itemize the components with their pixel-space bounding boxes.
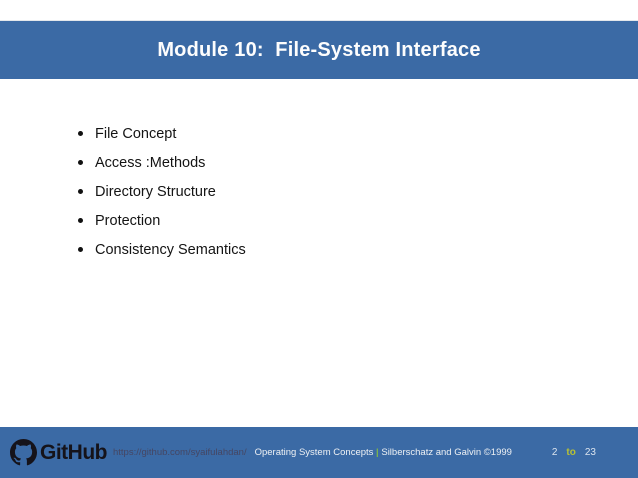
footer-credits: Operating System Concepts | Silberschatz… [255, 447, 512, 458]
footer-bar: GitHub https://github.com/syaifulahdan/ … [0, 427, 638, 478]
page-connector: to [566, 447, 576, 458]
slide-title: Module 10: File-System Interface [157, 38, 481, 61]
page-indicator: 2 to 23 [552, 447, 596, 458]
bullet-dot-icon [78, 247, 83, 252]
footer-course-title: Operating System Concepts [254, 447, 374, 458]
list-item: Protection [78, 206, 246, 235]
bullet-text: Directory Structure [95, 183, 216, 200]
footer-separator: | [376, 447, 379, 458]
github-wordmark: GitHub [40, 440, 107, 464]
bullet-text: Consistency Semantics [95, 241, 246, 258]
footer-url-link[interactable]: https://github.com/syaifulahdan/ [112, 447, 247, 458]
bullet-dot-icon [78, 218, 83, 223]
list-item: Access :Methods [78, 148, 246, 177]
github-octocat-icon [10, 439, 37, 466]
bullet-dot-icon [78, 160, 83, 165]
github-logo: GitHub [10, 439, 107, 466]
list-item: Directory Structure [78, 177, 246, 206]
page-current: 2 [551, 447, 558, 458]
slide-title-bar: Module 10: File-System Interface [0, 20, 638, 79]
page-total: 23 [584, 447, 596, 458]
list-item: Consistency Semantics [78, 235, 246, 264]
bullet-text: Protection [95, 212, 161, 229]
bullet-text: Access :Methods [95, 154, 206, 171]
list-item: File Concept [78, 119, 246, 148]
bullet-text: File Concept [95, 125, 177, 142]
bullet-dot-icon [78, 189, 83, 194]
bullet-list: File Concept Access :Methods Directory S… [78, 119, 246, 264]
bullet-dot-icon [78, 131, 83, 136]
footer-authors: Silberschatz and Galvin ©1999 [381, 447, 512, 458]
